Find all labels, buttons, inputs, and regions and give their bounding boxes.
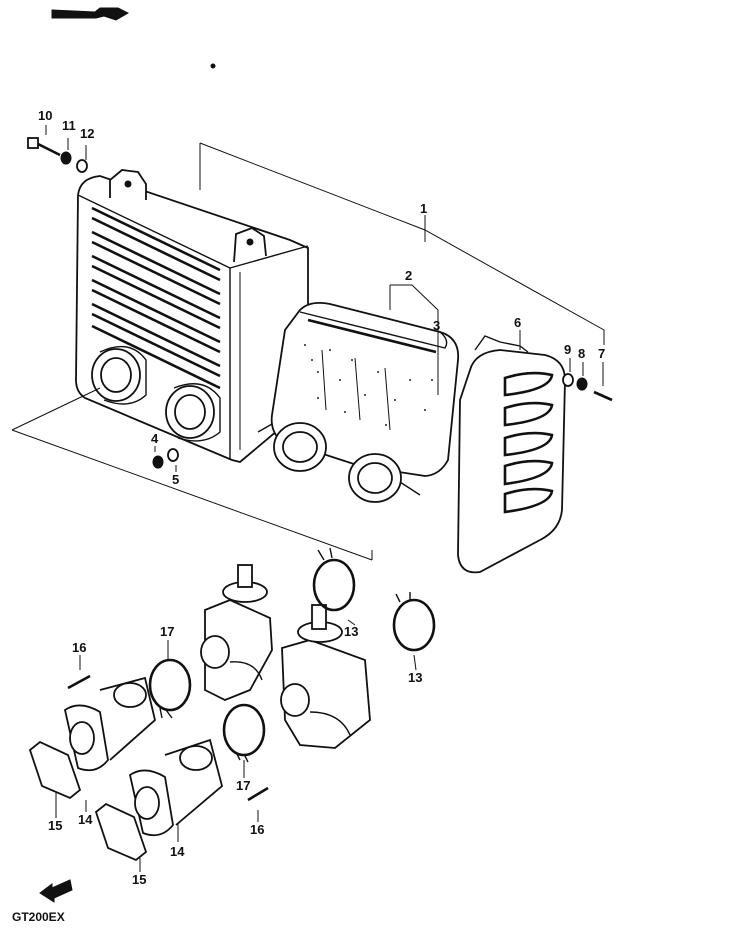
callout-4: 4	[151, 431, 159, 446]
callout-15-right: 15	[132, 872, 146, 887]
nut-8	[576, 377, 588, 391]
callout-2: 2	[405, 268, 412, 283]
intake-pipe-right	[128, 738, 224, 837]
callout-17-upper: 17	[160, 624, 174, 639]
callout-16-left: 16	[72, 640, 86, 655]
callout-14-left: 14	[78, 812, 93, 827]
callout-17-lower: 17	[236, 778, 250, 793]
gasket-15-right	[94, 802, 148, 862]
bolt-7	[593, 390, 613, 402]
callout-13-upper: 13	[344, 624, 358, 639]
air-cleaner-case	[75, 169, 309, 463]
callout-6: 6	[514, 315, 521, 330]
callout-1: 1	[420, 201, 427, 216]
callout-15-left: 15	[48, 818, 62, 833]
carburetor-right	[280, 604, 371, 749]
nut-4	[152, 455, 164, 469]
clamp-13-upper	[312, 547, 356, 612]
front-arrow-icon	[39, 879, 73, 903]
print-smudge	[51, 7, 130, 21]
gasket-15-left	[28, 740, 82, 800]
washer-5	[167, 448, 179, 462]
clamp-17-lower	[222, 703, 266, 763]
callout-14-right: 14	[170, 844, 185, 859]
bolt-16-right	[247, 786, 269, 802]
nut-11	[60, 151, 72, 165]
callout-3: 3	[433, 318, 440, 333]
callout-16-right: 16	[250, 822, 264, 837]
callout-12: 12	[80, 126, 94, 141]
washer-9	[562, 373, 574, 387]
bolt-10	[37, 142, 61, 157]
print-dot	[210, 63, 216, 69]
filter-element	[257, 301, 460, 503]
air-cleaner-cap	[457, 335, 566, 574]
intake-pipe-left	[63, 676, 157, 772]
callout-7: 7	[598, 346, 605, 361]
clamp-13-lower	[392, 592, 436, 652]
callout-8: 8	[578, 346, 585, 361]
callout-10: 10	[38, 108, 52, 123]
leader-lines	[11, 125, 605, 872]
callout-5: 5	[172, 472, 179, 487]
clamp-17-upper	[148, 658, 192, 719]
washer-12	[76, 159, 88, 173]
callout-9: 9	[564, 342, 571, 357]
model-code: GT200EX	[12, 910, 65, 924]
bolt-16-left	[67, 674, 91, 690]
carburetor-left	[200, 564, 273, 701]
callout-11: 11	[62, 118, 76, 133]
callout-13-lower: 13	[408, 670, 422, 685]
